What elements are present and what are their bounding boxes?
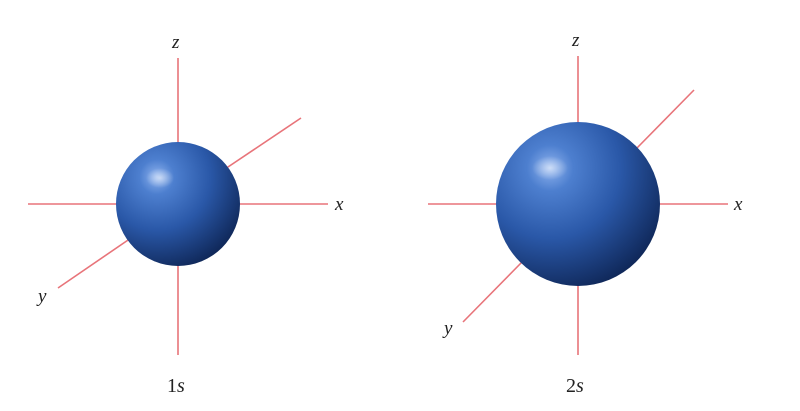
y-axis-1s (57, 237, 132, 289)
y-axis-2s (462, 261, 523, 323)
orbital-label-1s: 1s (167, 375, 185, 397)
z-axis-label-1s: z (171, 32, 180, 53)
y-axis-label-1s: y (36, 286, 47, 307)
diagonal-axis-1s-upper (224, 117, 302, 170)
diagonal-axis-2s-upper (636, 89, 695, 149)
z-axis-label-2s: z (571, 30, 580, 51)
x-axis-label-2s: x (733, 194, 743, 215)
y-axis-label-2s: y (442, 318, 453, 339)
orbital-label-2s: 2s (566, 375, 584, 397)
sphere-1s-highlight (146, 168, 174, 188)
orbital-1s: z x y 1s (28, 32, 344, 397)
sphere-1s (116, 142, 240, 266)
x-axis-label-1s: x (334, 194, 344, 215)
sphere-2s (496, 122, 660, 286)
orbital-2s: z x y 2s (428, 30, 743, 397)
sphere-2s-highlight (532, 156, 568, 180)
